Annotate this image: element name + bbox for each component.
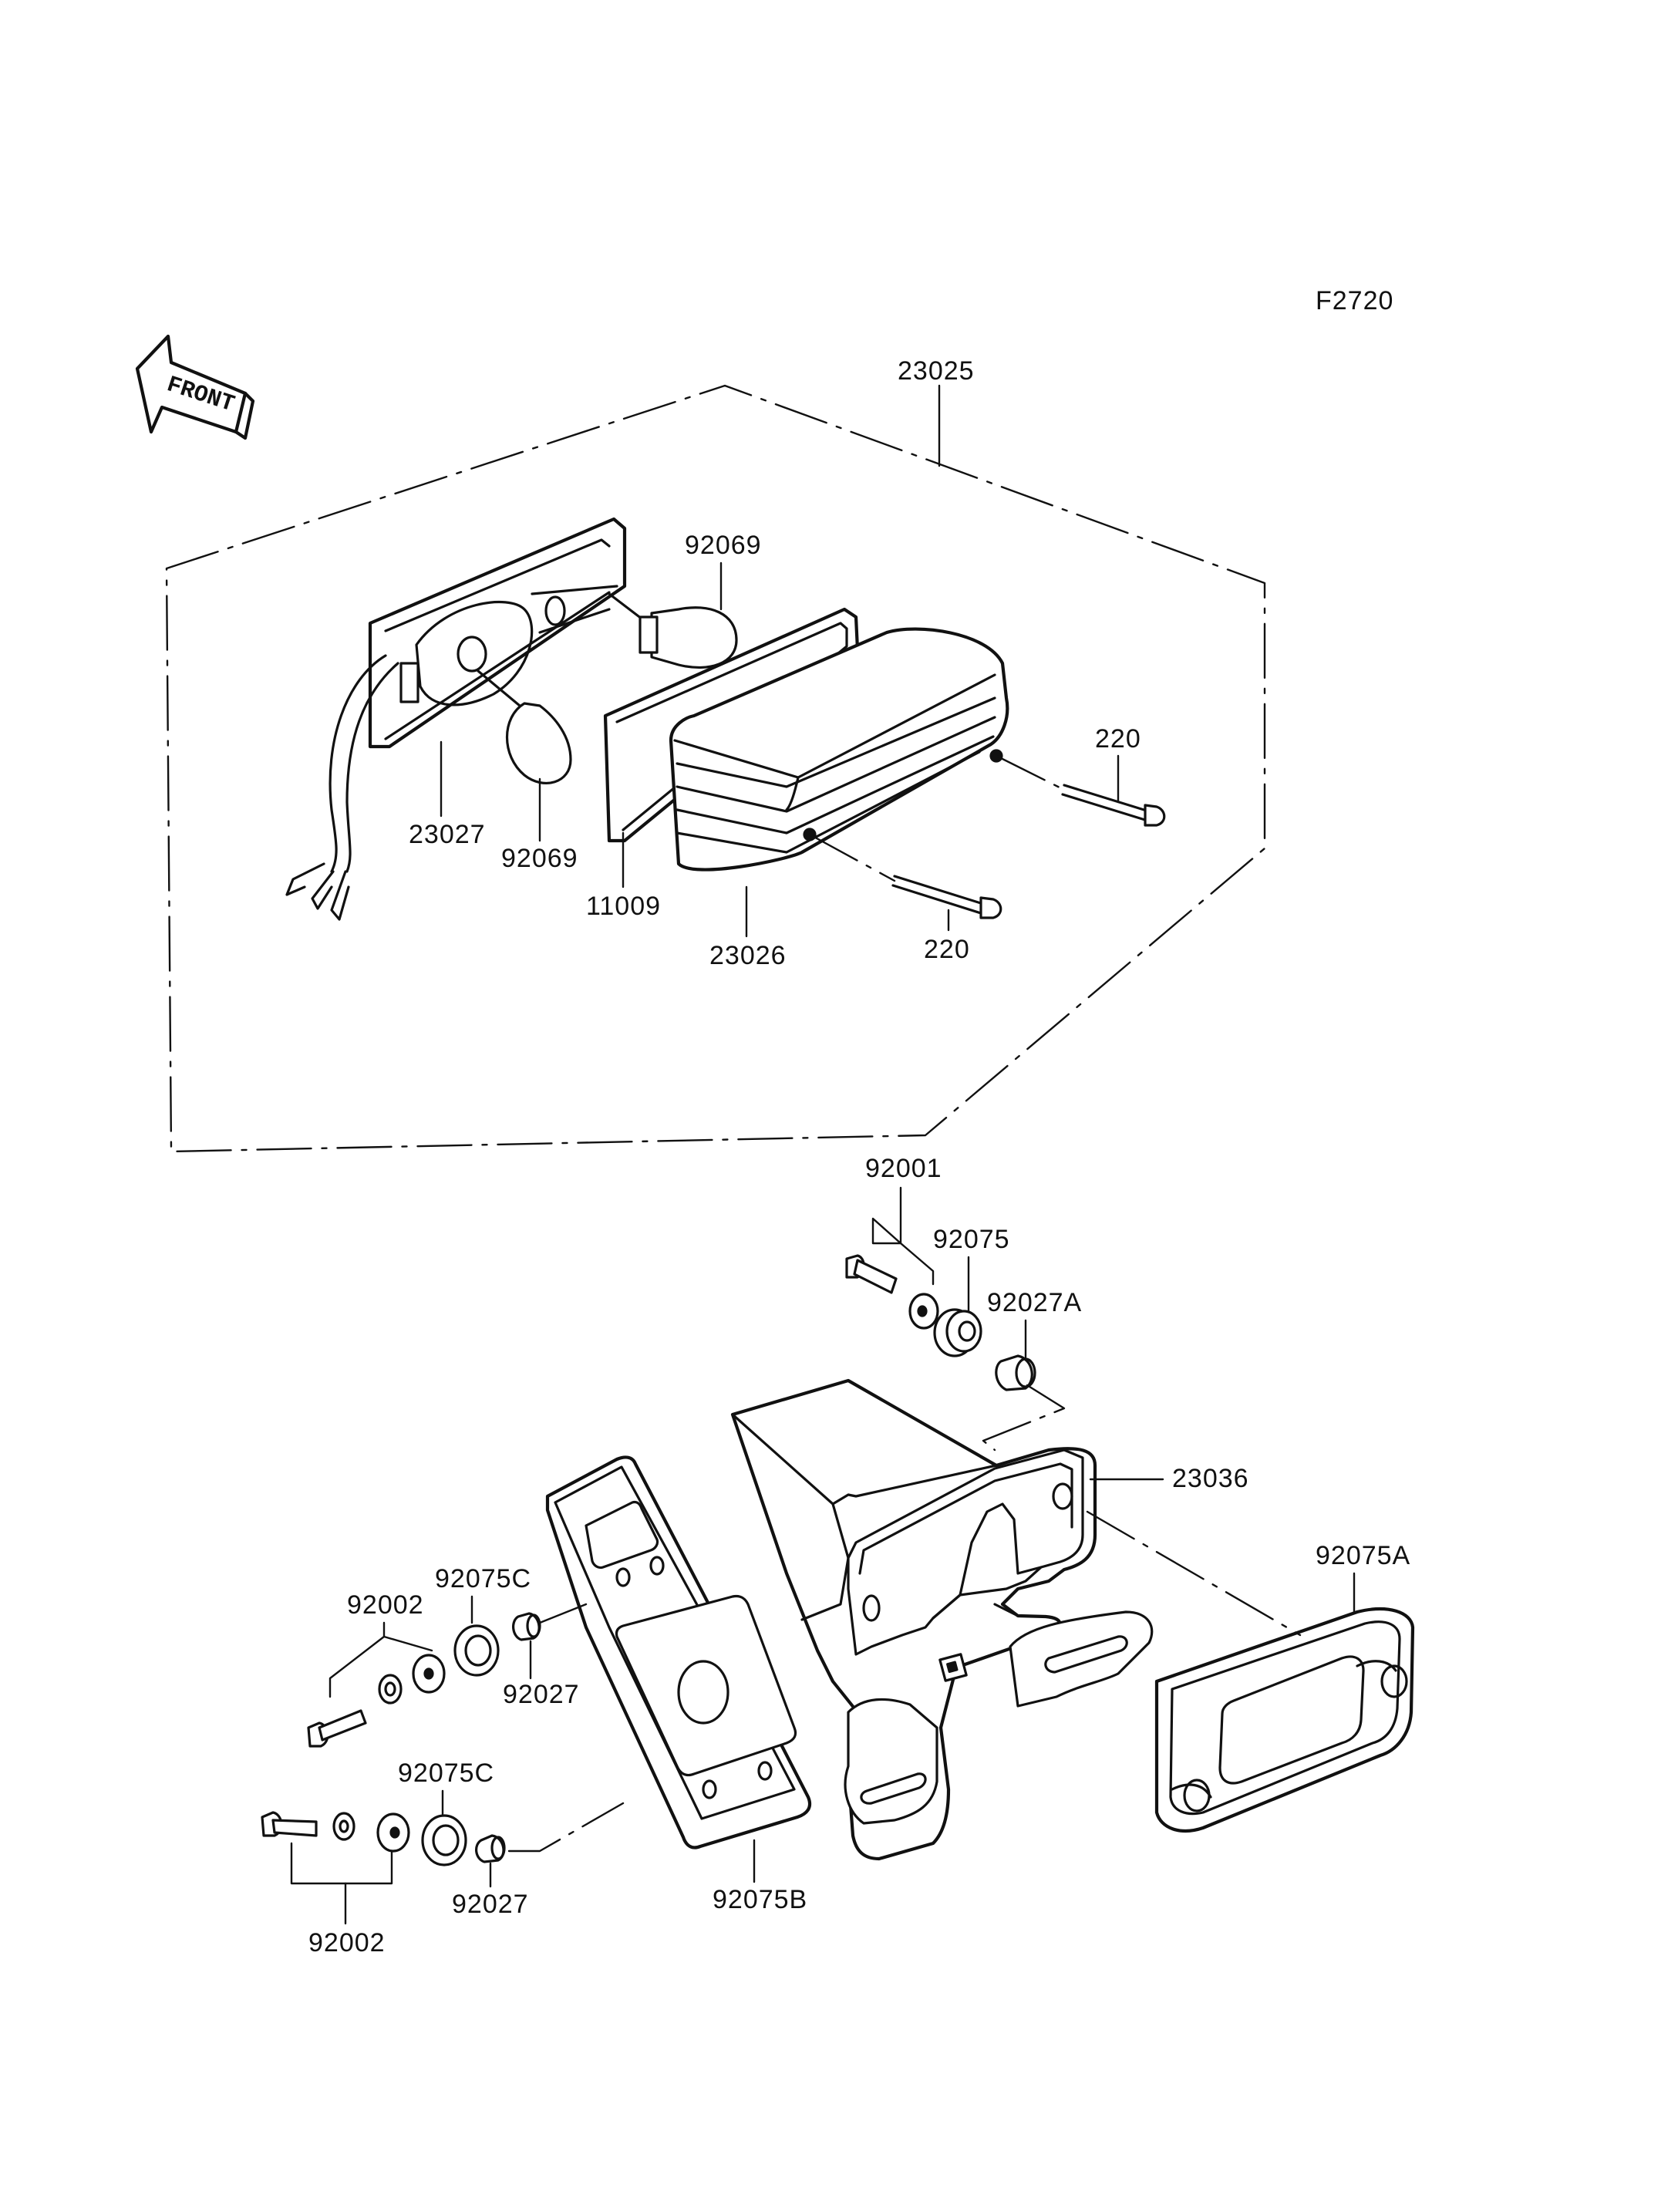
part-label-92027A: 92027A [987, 1288, 1082, 1317]
front-arrow-icon: FRONT [135, 334, 255, 440]
bolt-92002-upper [307, 1709, 367, 1748]
lamp-base-23027 [285, 517, 627, 921]
part-label-23027: 23027 [409, 820, 486, 849]
part-label-92075C-lower: 92075C [398, 1758, 494, 1788]
part-label-92002-lower: 92002 [308, 1928, 386, 1957]
washer-92075C-upper [453, 1624, 500, 1677]
part-label-92027-upper: 92027 [503, 1680, 580, 1709]
bulb-lower-92069 [477, 669, 572, 784]
lens-23026 [669, 627, 1009, 872]
part-label-220-lower: 220 [924, 935, 970, 964]
washer-92075C-lower [421, 1814, 467, 1866]
part-label-23026: 23026 [709, 941, 787, 970]
collar-92027A [995, 1354, 1036, 1391]
lock-washer-92002-upper [378, 1674, 403, 1705]
plate-92075B [545, 1455, 812, 1850]
washer-92001 [908, 1293, 939, 1330]
part-label-92075: 92075 [933, 1225, 1010, 1254]
part-label-23025: 23025 [898, 356, 975, 386]
part-label-92069-upper: 92069 [685, 531, 762, 560]
flat-washer-92002-lower [376, 1812, 410, 1853]
bracket-23036 [730, 1378, 1154, 1861]
part-label-92069-lower: 92069 [501, 844, 578, 873]
grommet-92075 [933, 1308, 982, 1357]
collar-92027-upper [512, 1612, 541, 1641]
bulb-upper-92069 [608, 592, 738, 669]
part-label-220-upper: 220 [1095, 724, 1141, 754]
part-label-92075A: 92075A [1316, 1541, 1410, 1570]
lock-washer-92002-lower [332, 1812, 355, 1841]
part-label-92001: 92001 [865, 1154, 942, 1183]
part-label-92027-lower: 92027 [452, 1890, 529, 1919]
bolt-92001 [845, 1254, 898, 1294]
part-label-92002-upper: 92002 [347, 1590, 424, 1620]
bolt-92002-lower [261, 1811, 318, 1837]
collar-92027-lower [475, 1834, 506, 1863]
lens-92075A [1154, 1607, 1415, 1833]
screw-upper-220 [1061, 784, 1166, 827]
flat-washer-92002-upper [412, 1654, 446, 1694]
part-label-92075C-upper: 92075C [435, 1564, 531, 1593]
part-label-92075B: 92075B [713, 1885, 807, 1914]
screw-lower-220 [891, 875, 1002, 919]
assembly-outline-23025 [165, 384, 1266, 1153]
part-label-11009: 11009 [586, 892, 661, 921]
part-label-23036: 23036 [1172, 1464, 1249, 1493]
diagram-code: F2720 [1316, 286, 1393, 315]
